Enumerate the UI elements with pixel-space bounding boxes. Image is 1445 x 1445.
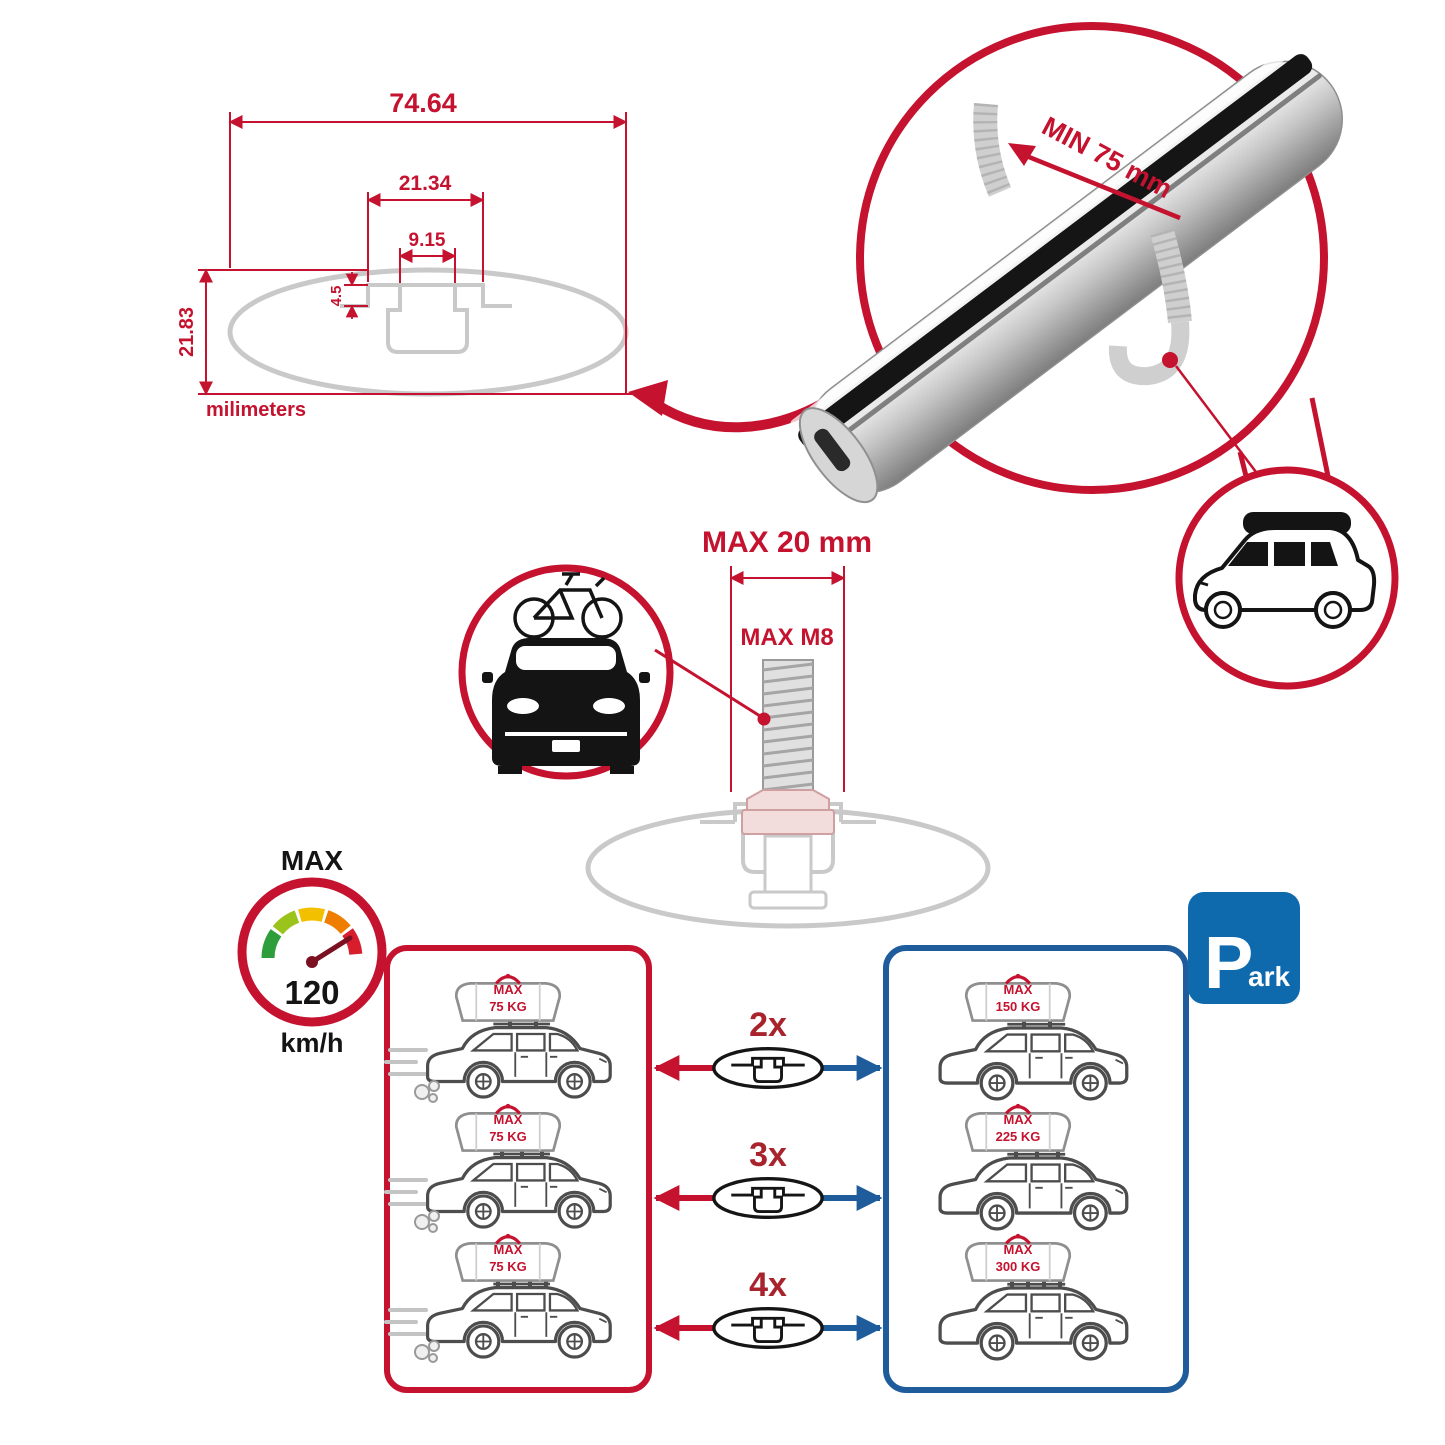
bag-weight-label: 150 KG — [996, 999, 1041, 1014]
bag-weight-label: 300 KG — [996, 1259, 1041, 1274]
units-label: milimeters — [206, 399, 306, 421]
suv-roofbox-circle — [1175, 466, 1399, 690]
leader-dot — [757, 712, 771, 726]
gauge-arc — [261, 907, 363, 959]
dim-lip-height-label: 4.5 — [328, 286, 345, 307]
bag-max-label: MAX — [494, 982, 523, 997]
speed-limit-gauge: MAX 120 km/h — [237, 845, 387, 1058]
crossbar-section-icon — [712, 1176, 824, 1220]
park-letter: P — [1204, 921, 1253, 1004]
bar-channel-groove — [798, 54, 1313, 448]
extension-lines-total — [229, 112, 627, 395]
crossbar-count-label: 4x — [749, 1266, 787, 1304]
bolt-max-protrusion-label: MAX 20 mm — [702, 526, 872, 559]
park-sign-board — [1188, 892, 1300, 1004]
park-sign: P ark — [1188, 892, 1300, 1004]
crossbar-count-rows: 2x 3x 4x — [653, 1006, 883, 1350]
bolt-collar — [746, 789, 830, 813]
arrowhead — [628, 380, 668, 416]
crossbar-section-icon — [712, 1046, 824, 1090]
min-grip-arrowhead — [1008, 143, 1036, 166]
bolt-t-head — [741, 809, 835, 835]
t-slot-shoulder — [340, 283, 512, 308]
dim-upper-width-label: 21.34 — [399, 172, 452, 195]
crossbar-count-label: 3x — [749, 1136, 787, 1174]
min-grip-arrow-line — [1023, 152, 1181, 221]
bag-weight-label: 75 KG — [489, 1129, 527, 1144]
aluminum-crossbar — [790, 43, 1343, 504]
windshield — [516, 646, 616, 670]
park-suffix: ark — [1248, 961, 1290, 992]
extension-lines-slot — [399, 248, 456, 283]
speed-unit: km/h — [280, 1028, 343, 1058]
t-slot-channel — [386, 285, 469, 354]
bolt-diagram: MAX 20 mm MAX M8 — [585, 526, 991, 929]
bolt-extension-lines — [730, 566, 845, 792]
bag-max-label: MAX — [494, 1242, 523, 1257]
dim-total-width-label: 74.64 — [389, 88, 457, 118]
headlight-left — [507, 698, 539, 714]
headlight-right — [593, 698, 625, 714]
crossbar-count-label: 2x — [749, 1006, 787, 1044]
cross-section-diagram: 74.64 21.34 9.15 4.5 21.83 milimeters — [176, 88, 632, 421]
speedometer-icon — [237, 877, 387, 1027]
bag-max-label: MAX — [1004, 1242, 1033, 1257]
clamp-hook — [1108, 321, 1190, 386]
driving-load-panel: MAX 75 KG MAX 75 KG MAX 75 KG — [384, 945, 652, 1393]
bolt-max-thread-label: MAX M8 — [740, 624, 833, 651]
extension-lines-upper — [367, 192, 484, 282]
parked-load-panel: MAX 150 KG MAX 225 KG MAX 300 KG — [883, 945, 1189, 1393]
bag-max-label: MAX — [1004, 1112, 1033, 1127]
bag-max-label: MAX — [494, 1112, 523, 1127]
extension-lines-lip — [344, 284, 368, 307]
bag-weight-label: 75 KG — [489, 999, 527, 1014]
bolt-threads — [762, 662, 814, 792]
bike-icon — [513, 572, 623, 639]
gauge-needle — [309, 935, 353, 965]
bag-weight-label: 75 KG — [489, 1259, 527, 1274]
leader-line — [654, 648, 761, 718]
bag-weight-label: 225 KG — [996, 1129, 1041, 1144]
bike-car-circle — [458, 564, 771, 780]
speed-value: 120 — [284, 974, 339, 1011]
bag-max-label: MAX — [1004, 982, 1033, 997]
dim-profile-height-label: 21.83 — [176, 307, 198, 357]
crossbar-section-icon — [712, 1306, 824, 1350]
dim-slot-width-label: 9.15 — [409, 230, 446, 251]
speed-max-label: MAX — [281, 845, 344, 876]
hook-point-dot — [1162, 352, 1178, 368]
license-plate — [552, 740, 580, 752]
extension-lines-height — [198, 269, 632, 395]
bar-closeup-circle: MIN 75 mm — [790, 22, 1343, 504]
crossbar-profile-outline — [227, 267, 629, 397]
